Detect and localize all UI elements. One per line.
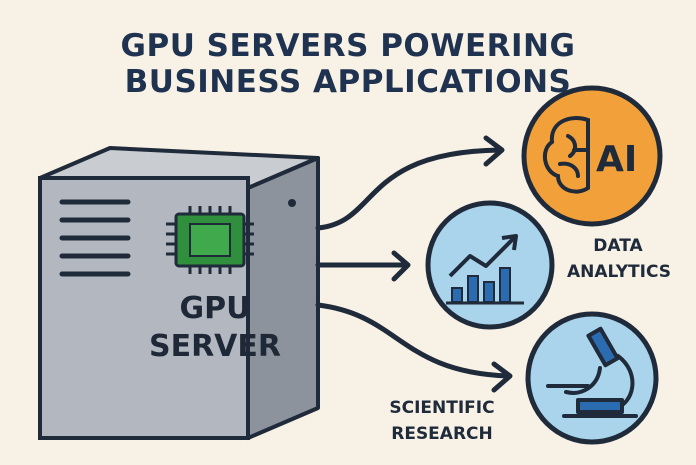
arrow-head-ai <box>483 135 505 167</box>
brain-icon <box>542 116 590 194</box>
gpu-chip-icon <box>166 206 254 274</box>
analytics-node <box>425 200 555 330</box>
research-node <box>525 311 659 445</box>
chart-icon <box>446 234 524 305</box>
gpu-server <box>38 146 320 440</box>
diagram-title-line-1: GPU SERVERS POWERING <box>120 28 576 64</box>
arrow-head-analytics <box>391 250 411 282</box>
research-label-line-1: SCIENTIFIC <box>389 398 495 418</box>
analytics-circle <box>425 200 555 330</box>
ai-node <box>521 85 663 227</box>
research-label-line-2: RESEARCH <box>391 424 493 444</box>
arrow-head-research <box>491 361 513 393</box>
server-label-line-2: SERVER <box>148 329 281 364</box>
microscope-icon <box>546 326 638 418</box>
server-label-line-1: GPU <box>179 291 251 326</box>
vent-lines-icon <box>59 199 131 277</box>
arrow-to-ai <box>315 147 503 231</box>
connector-arrows <box>315 135 513 393</box>
analytics-label-line-2: ANALYTICS <box>567 262 671 282</box>
diagram-title-line-2: BUSINESS APPLICATIONS <box>124 64 572 100</box>
power-led-icon <box>288 199 296 207</box>
arrow-to-research <box>315 302 511 379</box>
analytics-label-line-1: DATA <box>593 236 643 256</box>
ai-badge-label: AI <box>596 139 638 180</box>
